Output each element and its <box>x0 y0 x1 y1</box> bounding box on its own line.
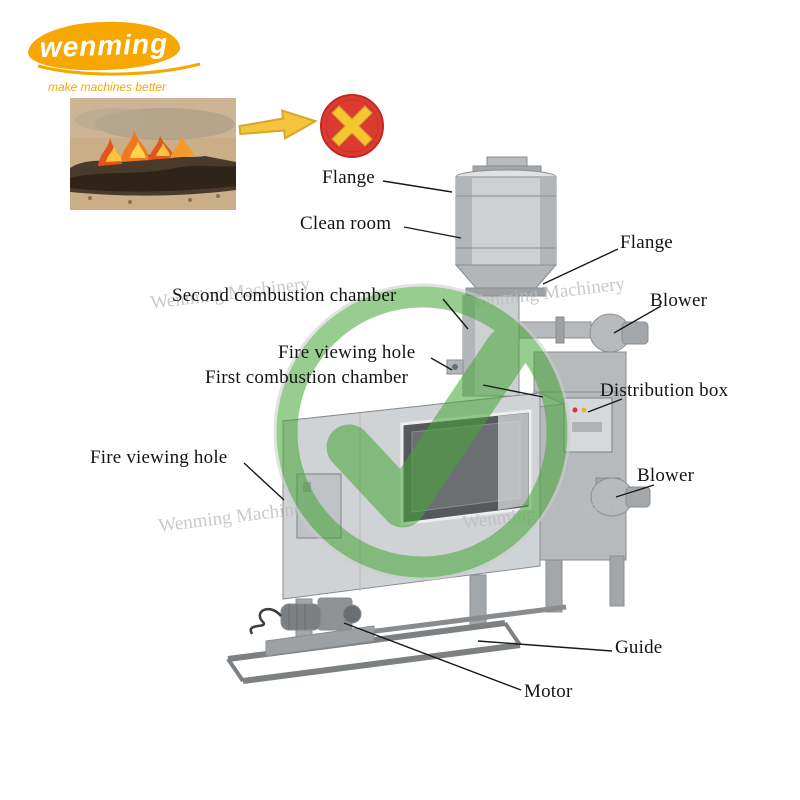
label-flange-top: Flange <box>322 167 375 188</box>
logo-brand-text: wenming <box>39 27 169 64</box>
label-blower-bottom: Blower <box>637 465 695 486</box>
label-motor: Motor <box>524 681 573 702</box>
arrow-right-icon <box>236 102 322 155</box>
no-open-burning-icon <box>318 92 386 165</box>
wenming-logo: wenming make machines better <box>27 19 248 94</box>
label-first-combustion-chamber: First combustion chamber <box>205 367 409 388</box>
label-flange-right: Flange <box>620 232 673 253</box>
label-second-combustion-chamber: Second combustion chamber <box>172 285 397 306</box>
label-clean-room: Clean room <box>300 213 392 234</box>
open-burning-illustration <box>70 98 236 210</box>
label-fire-viewing-hole-left: Fire viewing hole <box>90 447 228 468</box>
label-blower-top: Blower <box>650 290 708 311</box>
label-guide: Guide <box>615 637 663 658</box>
logo-swoosh <box>37 62 201 76</box>
label-fire-viewing-hole-top: Fire viewing hole <box>278 342 416 363</box>
label-distribution-box: Distribution box <box>600 380 729 401</box>
logo-tagline: make machines better <box>48 80 167 94</box>
open-burning-photo <box>70 98 236 210</box>
